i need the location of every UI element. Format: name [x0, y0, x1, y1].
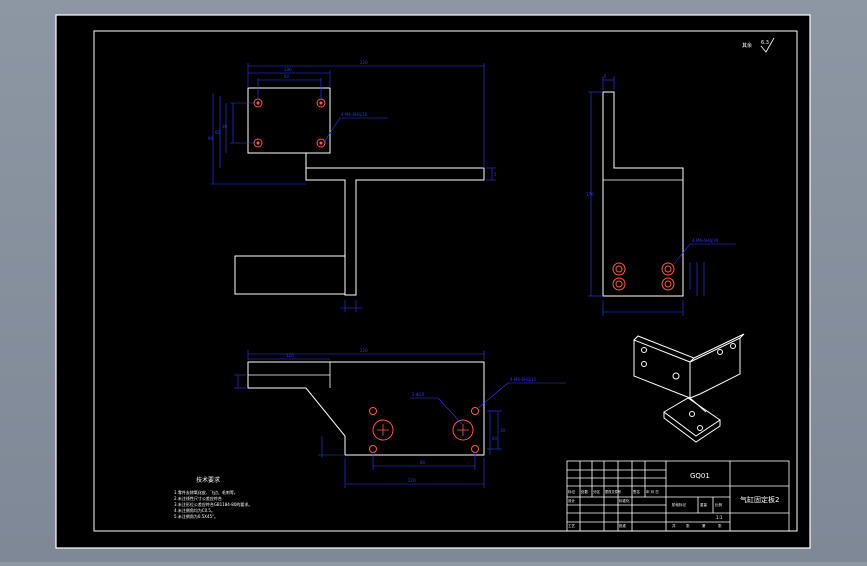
title-block	[566, 460, 790, 532]
title-cell: 签名	[633, 489, 640, 494]
title-cell: 标记	[568, 489, 576, 494]
roughness-symbol: 其余 6.3	[742, 37, 775, 53]
top-holes	[369, 407, 479, 453]
hole-icon	[661, 262, 675, 276]
title-cell: 更改文件号	[605, 489, 621, 494]
dim-front-thick: 5	[494, 172, 497, 177]
tech-requirements-title: 技术要求	[196, 476, 220, 484]
dim-top-total: 220	[360, 348, 368, 353]
dim-top-side-b: 60	[492, 436, 498, 441]
front-lower-flange	[234, 255, 346, 295]
top-view: 220 120 80 220 30 60 2-Φ20 4-M6-6H深10	[234, 348, 566, 488]
hole-icon	[615, 265, 623, 273]
dim-top-overall: 220	[408, 478, 416, 483]
title-cell: 张	[686, 523, 690, 528]
hole-icon	[612, 262, 626, 276]
title-cell: 工艺	[568, 523, 576, 528]
dim-front-hole-span: 60	[284, 74, 290, 79]
front-hole-note: 4-M6-6H深10	[341, 111, 368, 117]
large-hole-icon	[372, 419, 394, 441]
inner-frame	[93, 30, 798, 532]
tech-requirement-line: 5.未注倒角为0.5X45°。	[174, 513, 218, 519]
hole-icon	[697, 425, 703, 431]
hole-icon	[319, 141, 323, 145]
dim-side-thick: 5	[604, 74, 607, 79]
dim-front-width: 100	[284, 67, 292, 72]
hole-icon	[664, 265, 672, 273]
side-view: 170 5 4-M6-6H深10	[586, 74, 736, 316]
dim-front-total: 220	[360, 60, 368, 65]
title-cell: 共	[672, 523, 676, 528]
iso-side-wing-edge	[693, 333, 745, 359]
hole-icon	[256, 101, 260, 105]
side-holes	[612, 262, 675, 291]
hole-icon	[471, 407, 479, 415]
tech-requirements: 技术要求 1.零件去除氧化皮、飞边、毛刺等。 2.未注线性尺寸公差应符合 3.未…	[174, 476, 252, 519]
large-hole-icon	[452, 419, 474, 441]
hole-icon	[316, 138, 326, 148]
hole-icon	[256, 141, 260, 145]
roughness-value: 6.3	[761, 40, 769, 46]
dim-side-height: 170	[586, 192, 594, 197]
dim-front-depth-a: 30	[222, 124, 228, 129]
top-dimensions	[234, 350, 566, 488]
hole-icon	[717, 349, 723, 355]
hole-icon	[612, 277, 626, 291]
dim-front-depth-c: 90	[208, 136, 214, 141]
front-dimensions	[210, 63, 496, 312]
title-cell: 设计	[568, 498, 576, 503]
drawing-sheet	[55, 14, 811, 549]
hole-icon	[730, 343, 736, 349]
title-scale: 1:1	[716, 515, 723, 520]
title-cell: 比例	[715, 502, 723, 507]
tech-requirement-line: 4.未注倒角均为C0.5。	[174, 507, 215, 513]
top-hole-note-b: 4-M6-6H深10	[510, 376, 537, 382]
title-cell: 批准	[619, 523, 627, 528]
title-part-number: GQ01	[690, 472, 710, 480]
hole-icon	[689, 411, 695, 417]
hole-icon	[641, 347, 647, 353]
title-cell: 标准化	[619, 498, 630, 503]
roughness-check-icon	[760, 37, 775, 53]
title-cell: 年 月 日	[646, 489, 659, 494]
hole-icon	[319, 101, 323, 105]
dim-top-side-a: 30	[500, 428, 506, 433]
title-part-name: 气缸固定板2	[740, 495, 779, 504]
tech-requirement-line: 3.未注形位公差应符合GB1184-80的要求。	[174, 501, 252, 507]
title-cell: 处数	[581, 489, 589, 494]
title-cell: 重量	[700, 502, 708, 507]
iso-bottom-flange-edge	[663, 412, 721, 443]
top-hole-note-a: 2-Φ20	[412, 392, 425, 397]
hole-icon	[615, 280, 623, 288]
hole-icon	[641, 361, 647, 367]
title-cell: 阶段标记	[672, 502, 686, 507]
hole-icon	[672, 372, 680, 380]
tech-requirement-line: 1.零件去除氧化皮、飞边、毛刺等。	[174, 489, 238, 495]
hole-icon	[369, 407, 377, 415]
iso-vertical-plate-edge	[633, 335, 695, 363]
hole-icon	[661, 277, 675, 291]
isometric-view	[633, 333, 745, 443]
side-hole-note: 4-M6-6H深10	[692, 237, 719, 243]
front-view-outline	[247, 87, 485, 296]
front-view: 220 100 60 90 60 30 5 4-M6-6H深10	[208, 60, 497, 312]
dim-front-depth-b: 60	[215, 130, 221, 135]
roughness-prefix: 其余	[742, 42, 752, 49]
iso-side-wing	[689, 337, 741, 399]
title-cell: 分区	[593, 489, 601, 494]
title-cell: 第	[702, 523, 706, 528]
dim-top-hole-dist: 80	[420, 460, 426, 465]
top-view-outline	[247, 361, 485, 456]
side-dimensions	[588, 76, 736, 316]
title-cell: 张	[718, 523, 722, 528]
dim-top-width: 120	[286, 353, 294, 358]
hole-icon	[664, 280, 672, 288]
tech-requirement-line: 2.未注线性尺寸公差应符合	[174, 495, 222, 501]
